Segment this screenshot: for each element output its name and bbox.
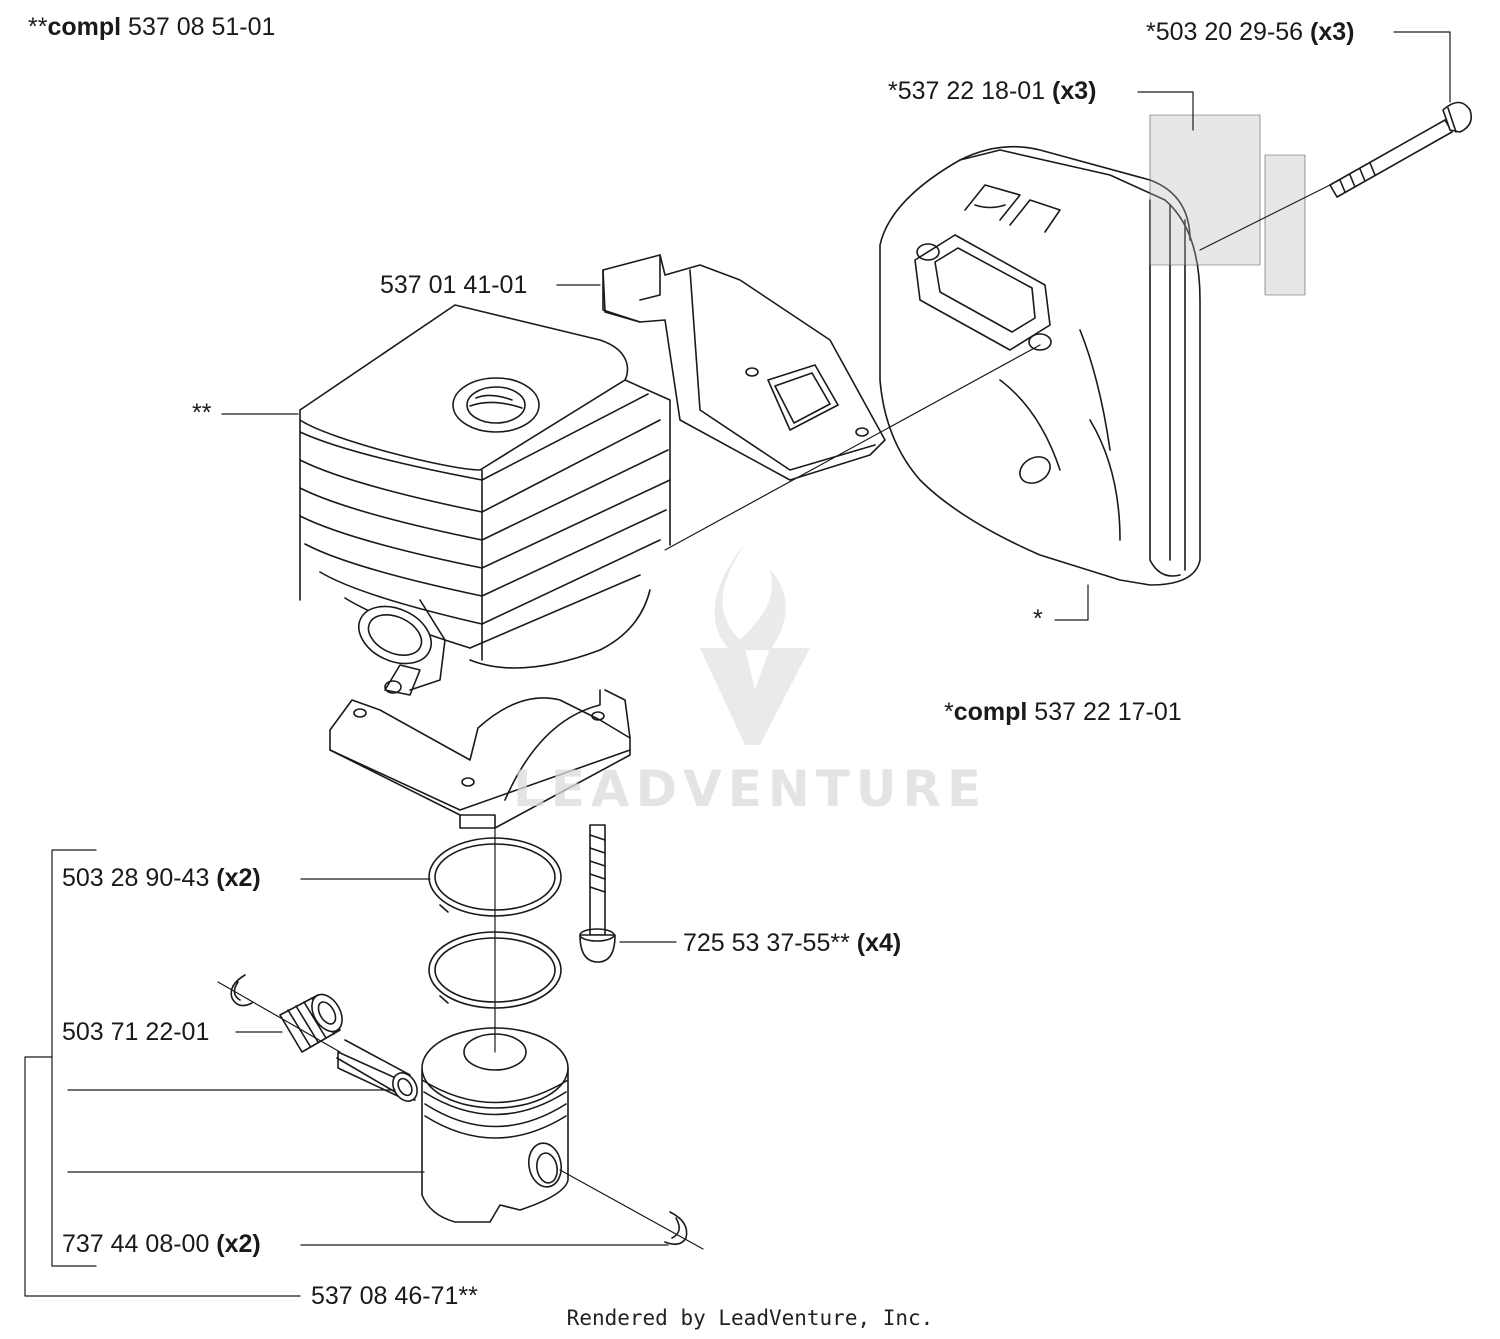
spark-arrestor-screen (1149, 114, 1306, 296)
label-piston-ring: 503 28 90-43 (x2) (62, 864, 261, 892)
label-circlip: 737 44 08-00 (x2) (62, 1230, 261, 1258)
label-bracket: 537 01 41-01 (380, 271, 528, 299)
leader-lines (24, 31, 1451, 1297)
label-cylinder-assembly: **compl 537 08 51-01 (28, 13, 276, 41)
muffler (879, 145, 1201, 586)
piston (421, 1027, 569, 1223)
cylinder (299, 304, 671, 829)
alignment-lines (217, 184, 1331, 1250)
piston-pin (336, 1039, 418, 1102)
circlips (230, 974, 688, 1246)
footer-credit: Rendered by LeadVenture, Inc. (566, 1306, 934, 1330)
needle-bearing (279, 993, 343, 1053)
watermark-logo (700, 540, 810, 745)
cylinder-screw (579, 824, 616, 963)
label-cylinder-marker: ** (192, 399, 212, 427)
label-piston-kit: 537 08 46-71** (311, 1282, 478, 1310)
label-muffler-assembly: *compl 537 22 17-01 (944, 698, 1182, 726)
muffler-gasket-bracket (602, 254, 886, 481)
label-needle-bearing: 503 71 22-01 (62, 1018, 210, 1046)
label-muffler-marker: * (1033, 605, 1043, 633)
watermark-text: LEADVENTURE (512, 760, 988, 818)
label-muffler-bolt: *503 20 29-56 (x3) (1146, 18, 1355, 46)
label-cylinder-screw: 725 53 37-55** (x4) (683, 929, 902, 957)
muffler-bolt (1329, 101, 1473, 198)
label-spark-screen: *537 22 18-01 (x3) (888, 77, 1097, 105)
